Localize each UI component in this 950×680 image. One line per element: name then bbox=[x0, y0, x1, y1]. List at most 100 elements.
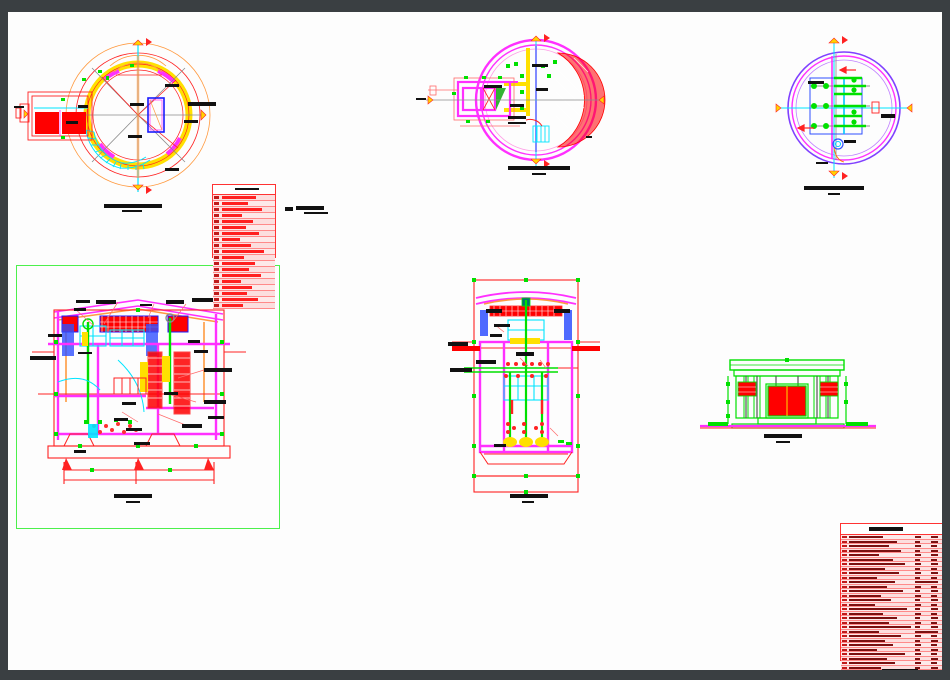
row-index bbox=[214, 238, 219, 241]
table-row[interactable] bbox=[841, 535, 942, 540]
annotation-label bbox=[416, 98, 426, 100]
table-row[interactable] bbox=[841, 643, 942, 648]
table-row[interactable] bbox=[841, 638, 942, 643]
table-row[interactable] bbox=[213, 255, 275, 261]
table-row[interactable] bbox=[841, 539, 942, 544]
annotation-label bbox=[586, 136, 592, 138]
cell-unit bbox=[931, 558, 937, 561]
table-row[interactable] bbox=[213, 201, 275, 207]
table-row[interactable] bbox=[841, 634, 942, 639]
annotation-label bbox=[166, 300, 184, 304]
table-row[interactable] bbox=[841, 566, 942, 571]
view-title bbox=[114, 494, 152, 498]
cell-unit bbox=[931, 576, 937, 579]
table-row[interactable] bbox=[841, 598, 942, 603]
cell-unit bbox=[931, 662, 937, 664]
annotation-label bbox=[532, 64, 548, 67]
table-row[interactable] bbox=[213, 207, 275, 213]
annotation-label bbox=[486, 309, 502, 313]
table-row[interactable] bbox=[213, 243, 275, 249]
cell-qty bbox=[915, 626, 920, 628]
row-index bbox=[842, 621, 847, 624]
table-row[interactable] bbox=[213, 297, 275, 303]
view-foundation-plan[interactable] bbox=[748, 28, 942, 208]
table-row[interactable] bbox=[213, 231, 275, 237]
table-row[interactable] bbox=[841, 629, 942, 634]
table-row[interactable] bbox=[213, 273, 275, 279]
annotation-label bbox=[182, 424, 202, 428]
annotation-label bbox=[165, 168, 179, 171]
table-row[interactable] bbox=[841, 616, 942, 621]
table-row[interactable] bbox=[841, 589, 942, 594]
view-section-b-b[interactable] bbox=[428, 264, 648, 514]
cell-unit bbox=[931, 653, 937, 655]
table-row[interactable] bbox=[213, 291, 275, 297]
table-row[interactable] bbox=[841, 661, 942, 666]
cell-qty bbox=[915, 657, 920, 660]
table-row[interactable] bbox=[213, 285, 275, 291]
row-index bbox=[214, 280, 219, 283]
row-index bbox=[842, 567, 847, 570]
table-row[interactable] bbox=[841, 647, 942, 652]
cell-qty bbox=[915, 549, 920, 552]
table-row[interactable] bbox=[213, 225, 275, 231]
row-text bbox=[849, 612, 883, 615]
table-row[interactable] bbox=[841, 652, 942, 657]
cell-qty bbox=[915, 648, 920, 651]
annotation-label bbox=[74, 308, 86, 311]
row-text bbox=[849, 572, 899, 574]
table-row[interactable] bbox=[841, 562, 942, 567]
table-row[interactable] bbox=[841, 571, 942, 576]
cell-qty bbox=[915, 599, 920, 601]
materials-legend-table[interactable] bbox=[212, 184, 276, 309]
table-row[interactable] bbox=[841, 607, 942, 612]
cell-unit bbox=[931, 635, 937, 637]
cell-unit bbox=[931, 554, 938, 556]
table-row[interactable] bbox=[213, 279, 275, 285]
view-first-floor-plan[interactable] bbox=[408, 20, 638, 200]
table-row[interactable] bbox=[841, 575, 942, 580]
table-title bbox=[869, 527, 903, 531]
selection-rectangle[interactable] bbox=[16, 265, 280, 529]
table-row[interactable] bbox=[213, 237, 275, 243]
row-index bbox=[842, 536, 847, 538]
cell-unit bbox=[931, 626, 938, 628]
row-text bbox=[849, 549, 901, 552]
table-row[interactable] bbox=[841, 557, 942, 562]
annotation-label bbox=[554, 309, 570, 313]
table-row[interactable] bbox=[841, 544, 942, 549]
view-roof-plan[interactable] bbox=[10, 20, 250, 220]
table-row[interactable] bbox=[841, 602, 942, 607]
row-text bbox=[222, 238, 240, 241]
table-row[interactable] bbox=[841, 548, 942, 553]
table-row[interactable] bbox=[213, 249, 275, 255]
annotation-label bbox=[128, 135, 142, 138]
table-row[interactable] bbox=[841, 593, 942, 598]
cell-unit bbox=[931, 630, 938, 633]
row-text bbox=[849, 590, 903, 592]
view-section-a-a[interactable] bbox=[18, 274, 268, 524]
table-row[interactable] bbox=[213, 195, 275, 201]
specifications-schedule-table[interactable] bbox=[840, 523, 942, 670]
table-row[interactable] bbox=[841, 611, 942, 616]
table-row[interactable] bbox=[841, 553, 942, 558]
row-text bbox=[222, 244, 251, 247]
cell-qty bbox=[915, 563, 921, 565]
row-text bbox=[849, 558, 893, 561]
table-row[interactable] bbox=[213, 267, 275, 273]
view-front-elevation[interactable] bbox=[688, 342, 888, 452]
table-row[interactable] bbox=[841, 656, 942, 661]
table-row[interactable] bbox=[841, 580, 942, 585]
table-row[interactable] bbox=[213, 213, 275, 219]
table-row[interactable] bbox=[841, 584, 942, 589]
table-row[interactable] bbox=[213, 303, 275, 309]
row-text bbox=[849, 608, 907, 610]
table-row[interactable] bbox=[213, 261, 275, 267]
annotation-label bbox=[96, 300, 116, 304]
annotation-label bbox=[48, 334, 62, 337]
drawing-canvas[interactable] bbox=[8, 12, 942, 670]
table-row[interactable] bbox=[213, 219, 275, 225]
table-row[interactable] bbox=[841, 625, 942, 630]
annotation-label bbox=[450, 368, 472, 372]
table-row[interactable] bbox=[841, 620, 942, 625]
